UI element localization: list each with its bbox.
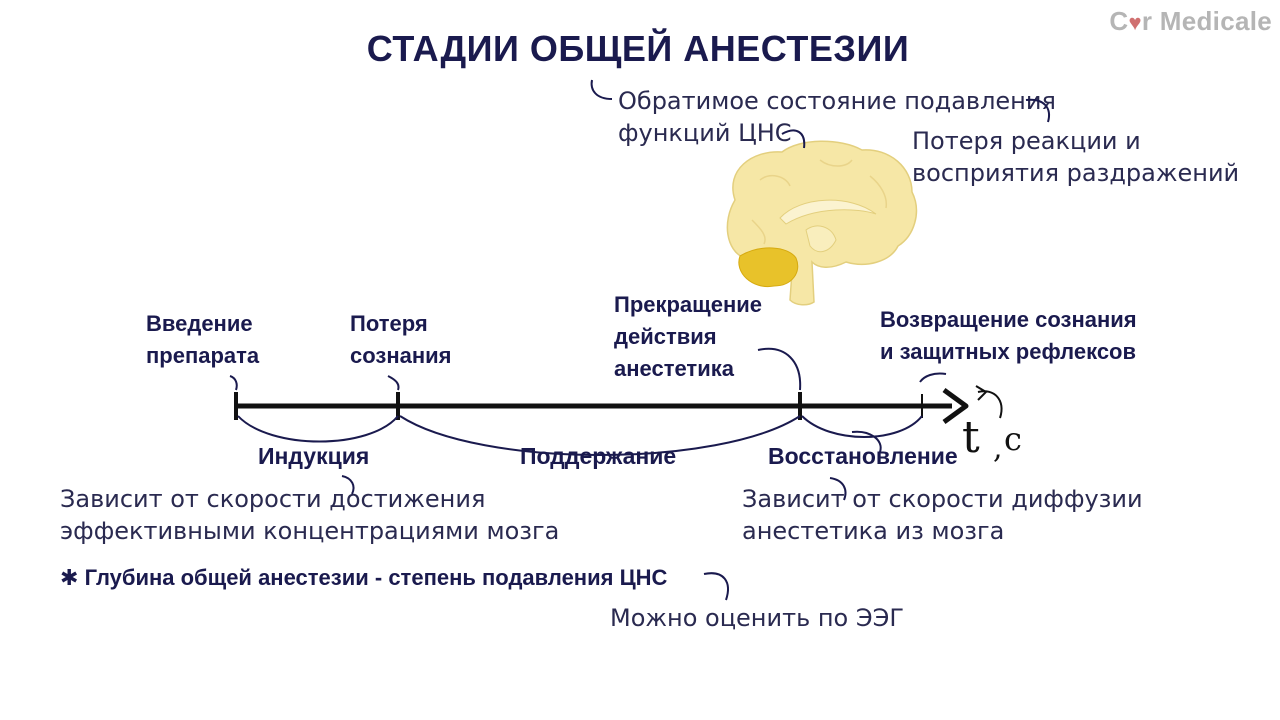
axis-t-label: t (962, 412, 980, 463)
brand-logo: C♥r Medicale (1109, 6, 1272, 37)
star-icon: ✱ (60, 565, 79, 590)
event-administration: Введение препарата (146, 308, 259, 372)
recovery-note-connector (829, 477, 847, 501)
event-loss-line-2: сознания (350, 342, 452, 368)
recovery-note-line-1: Зависит от скорости диффузии (742, 485, 1143, 513)
connector-administration (229, 375, 238, 391)
definition-note: Обратимое состояние подавления функций Ц… (618, 86, 1056, 150)
stage-maintenance: Поддержание (520, 443, 677, 469)
depth-footnote: ✱ Глубина общей анестезии - степень пода… (60, 565, 667, 591)
reaction-bracket (1025, 98, 1050, 123)
event-return: Возвращение сознания и защитных рефлексо… (880, 304, 1137, 368)
connector-stop (757, 347, 802, 391)
stage-recovery: Восстановление (768, 443, 958, 469)
event-administration-line-1: Введение (146, 311, 253, 336)
definition-bracket (590, 79, 613, 100)
cns-bracket (781, 129, 806, 149)
definition-line-1: Обратимое состояние подавления (618, 87, 1056, 115)
event-stop-line-2: действия (614, 323, 717, 349)
axis-comma: , (993, 431, 1003, 466)
event-stop-anesthetic: Прекращение действия анестетика (614, 289, 762, 385)
reaction-note: Потеря реакции и восприятия раздражений (912, 126, 1239, 190)
recovery-note: Зависит от скорости диффузии анестетика … (742, 484, 1143, 548)
timeline-arrowhead (942, 387, 969, 425)
definition-line-2: функций ЦНС (618, 118, 792, 147)
eeg-note: Можно оценить по ЭЭГ (610, 604, 904, 632)
page-title: СТАДИИ ОБЩЕЙ АНЕСТЕЗИИ (366, 28, 910, 69)
recovery-note-line-2: анестетика из мозга (742, 516, 1005, 545)
time-concentration-label: t , c (962, 385, 1022, 466)
depth-footnote-text: Глубина общей анестезии - степень подавл… (84, 565, 668, 590)
arc-induction (237, 415, 399, 443)
logo-prefix: C (1109, 6, 1129, 36)
induction-note-line-1: Зависит от скорости достижения (60, 485, 486, 513)
heart-icon: ♥ (1128, 10, 1142, 35)
reaction-line-1: Потеря реакции и (912, 127, 1141, 155)
event-loss-consciousness: Потеря сознания (350, 308, 452, 372)
stage-induction: Индукция (258, 443, 370, 469)
eeg-connector (703, 572, 729, 601)
event-return-line-1: Возвращение сознания (880, 307, 1137, 332)
axis-c-label: c (1004, 420, 1022, 458)
event-stop-line-3: анестетика (614, 355, 734, 381)
event-stop-line-1: Прекращение (614, 292, 763, 317)
event-loss-line-1: Потеря (350, 311, 428, 336)
logo-suffix: r Medicale (1141, 6, 1272, 36)
induction-note-connector (341, 475, 355, 495)
connector-loss (387, 375, 400, 391)
induction-note-line-2: эффективными концентрациями мозга (60, 516, 560, 545)
arc-maintenance (399, 415, 801, 456)
arc-recovery (801, 415, 923, 438)
event-administration-line-2: препарата (146, 342, 260, 368)
brain-icon (726, 140, 918, 306)
event-return-line-2: и защитных рефлексов (880, 338, 1137, 364)
induction-note: Зависит от скорости достижения эффективн… (60, 484, 559, 548)
reaction-line-2: восприятия раздражений (912, 158, 1240, 187)
connector-return (919, 372, 947, 383)
recovery-stage-connector (851, 430, 882, 453)
